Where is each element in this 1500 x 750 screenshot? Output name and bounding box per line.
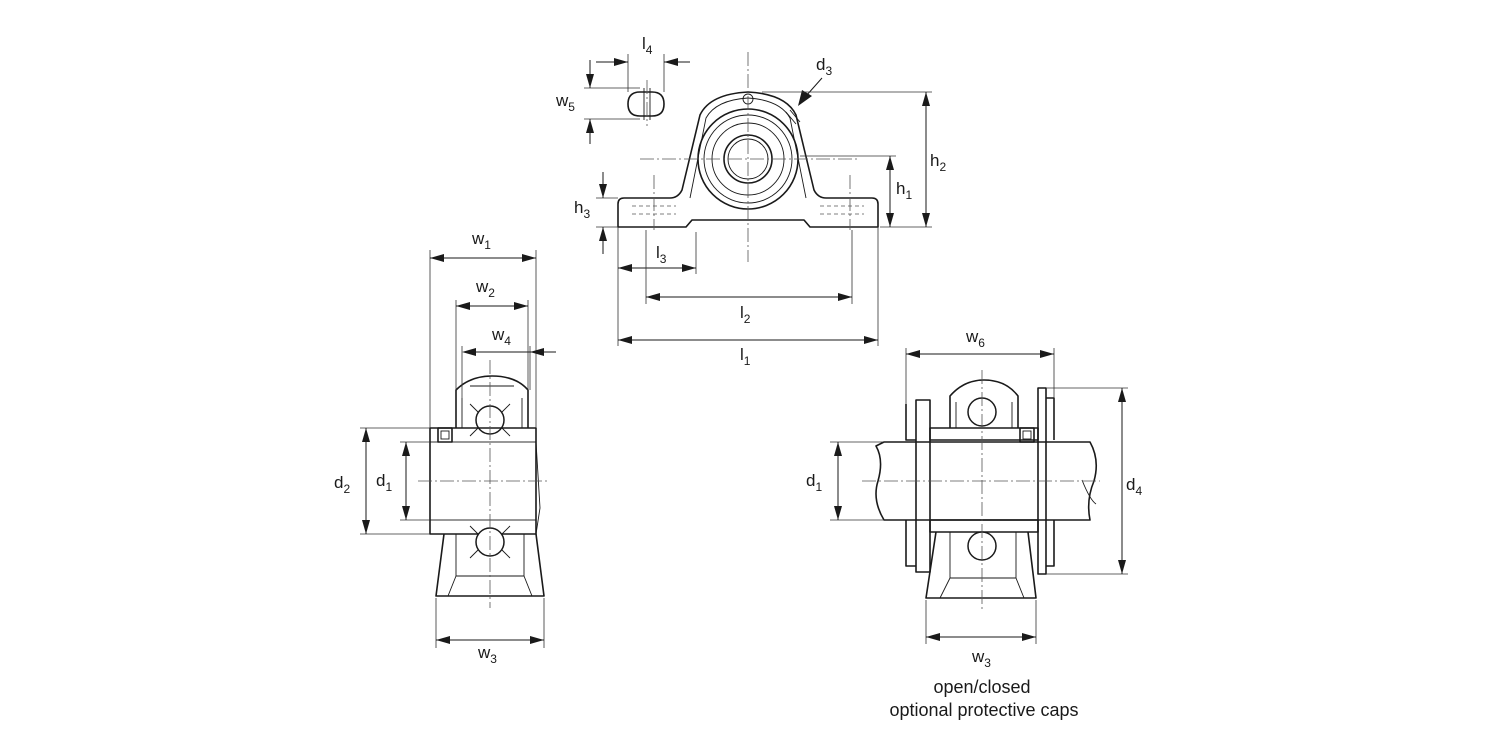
label-l1: l1 (740, 345, 751, 368)
label-w2: w2 (475, 277, 495, 300)
label-h3: h3 (574, 198, 590, 221)
label-w6: w6 (965, 327, 985, 350)
label-w4: w4 (491, 325, 511, 348)
label-d2: d2 (334, 473, 350, 496)
caption-line-1: open/closed (933, 677, 1030, 697)
label-d1-right: d1 (806, 471, 822, 494)
capped-view-dimensions (830, 348, 1128, 644)
label-d4: d4 (1126, 475, 1142, 498)
label-d1-left: d1 (376, 471, 392, 494)
label-w3-left: w3 (477, 643, 497, 666)
slot-detail (627, 80, 665, 126)
label-h1: h1 (896, 179, 912, 202)
label-l2: l2 (740, 303, 751, 326)
caption-line-2: optional protective caps (889, 700, 1078, 720)
side-view-housing (418, 360, 548, 608)
label-l3: l3 (656, 243, 667, 266)
front-view-housing (617, 52, 879, 262)
label-w1: w1 (471, 229, 491, 252)
side-view-dimensions (360, 250, 556, 648)
label-h2: h2 (930, 151, 946, 174)
label-w3-right: w3 (971, 647, 991, 670)
label-l4: l4 (642, 34, 653, 57)
label-d3: d3 (816, 55, 832, 78)
label-w5: w5 (555, 91, 575, 114)
front-view-dimensions (584, 54, 932, 346)
